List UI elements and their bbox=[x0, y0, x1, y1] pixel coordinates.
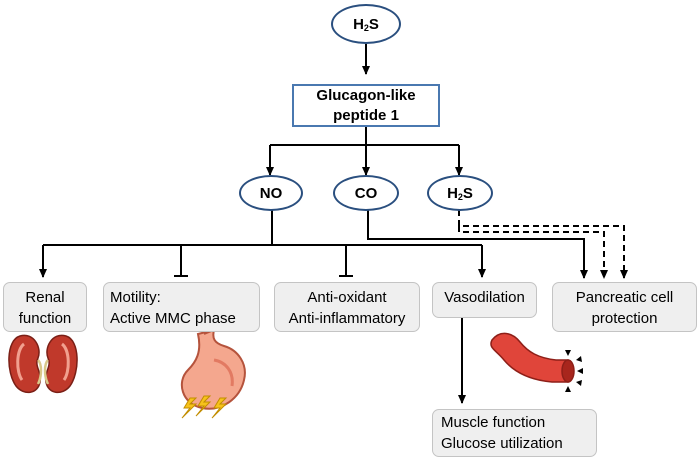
pancreatic-protection-box: Pancreatic cell protection bbox=[552, 282, 697, 332]
downstream-line2: Glucose utilization bbox=[441, 435, 563, 452]
no-label: NO bbox=[259, 184, 283, 202]
pancreatic-line2: protection bbox=[591, 310, 658, 327]
lightning-icon bbox=[181, 395, 228, 419]
renal-line1: Renal bbox=[25, 289, 65, 306]
glp1-box: Glucagon-like peptide 1 bbox=[292, 84, 440, 127]
vaso-line1: Vasodilation bbox=[444, 289, 525, 306]
pancreatic-line1: Pancreatic cell bbox=[575, 289, 674, 306]
stomach-icon bbox=[180, 328, 246, 410]
vasodilation-box: Vasodilation bbox=[432, 282, 537, 318]
co-to-pancreatic-arrow bbox=[367, 210, 588, 279]
co-label: CO bbox=[354, 184, 378, 202]
h2s-dashed-arrow-2 bbox=[458, 226, 608, 279]
glp1-line1: Glucagon-like bbox=[316, 86, 416, 104]
downstream-line1: Muscle function bbox=[441, 414, 546, 431]
motility-line1: Motility: bbox=[110, 289, 161, 306]
renal-line2: function bbox=[18, 310, 72, 327]
antioxidant-box: Anti-oxidant Anti-inflammatory bbox=[274, 282, 420, 332]
antiox-line2: Anti-inflammatory bbox=[288, 310, 406, 327]
h2s-node: H2S bbox=[427, 175, 493, 211]
blood-vessel-icon bbox=[490, 332, 583, 392]
no-node: NO bbox=[239, 175, 303, 211]
renal-function-box: Renal function bbox=[3, 282, 87, 332]
glp1-line2: peptide 1 bbox=[333, 106, 399, 124]
h2s-dashed-arrow-1 bbox=[458, 210, 628, 279]
kidney-icon bbox=[8, 334, 78, 394]
h2s-label: H2S bbox=[447, 184, 473, 202]
motility-line2: Active MMC phase bbox=[110, 310, 236, 327]
h2s-top-label: H2S bbox=[353, 15, 379, 33]
co-node: CO bbox=[333, 175, 399, 211]
antiox-line1: Anti-oxidant bbox=[307, 289, 387, 306]
motility-box: Motility: Active MMC phase bbox=[103, 282, 260, 332]
muscle-glucose-box: Muscle function Glucose utilization bbox=[432, 409, 597, 457]
h2s-top-node: H2S bbox=[331, 4, 401, 44]
